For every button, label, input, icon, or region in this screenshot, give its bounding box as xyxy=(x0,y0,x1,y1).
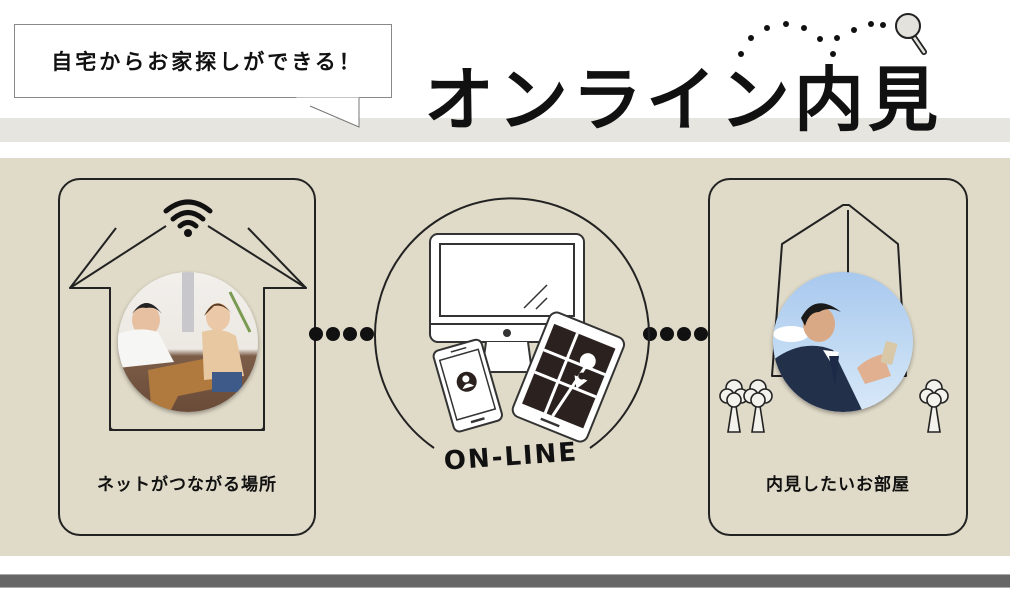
connector-dots-right xyxy=(643,327,708,341)
card-home-label: ネットがつながる場所 xyxy=(97,475,277,495)
tree-icon xyxy=(719,379,773,433)
card-home: ネットがつながる場所 xyxy=(58,178,316,536)
map-pin-icon xyxy=(574,353,596,389)
header-band xyxy=(0,118,1010,142)
card-room-label: 内見したいお部屋 xyxy=(766,475,910,495)
bubble-text: 自宅からお家探しができる！ xyxy=(51,50,363,74)
tablet-map-icon xyxy=(511,311,626,443)
smartphone-icon xyxy=(432,338,503,433)
businessman-illustration xyxy=(773,303,898,412)
online-circle xyxy=(374,197,650,449)
dotted-path-decoration xyxy=(738,21,886,57)
magnifier-icon xyxy=(895,13,927,55)
bottom-bar xyxy=(0,574,1010,588)
couple-illustration xyxy=(118,272,252,412)
monitor-icon xyxy=(429,233,585,373)
user-avatar-icon xyxy=(456,371,477,392)
wifi-icon xyxy=(163,199,213,237)
couple-photo xyxy=(118,272,258,412)
connector-dots-left xyxy=(309,327,374,341)
speech-bubble: 自宅からお家探しができる！ xyxy=(14,24,392,98)
tree-icon-right xyxy=(919,379,949,433)
page-title: オンライン内見 xyxy=(424,59,942,141)
businessman-photo xyxy=(773,272,913,412)
card-room: 内見したいお部屋 xyxy=(708,178,968,536)
house-roof xyxy=(69,225,307,431)
